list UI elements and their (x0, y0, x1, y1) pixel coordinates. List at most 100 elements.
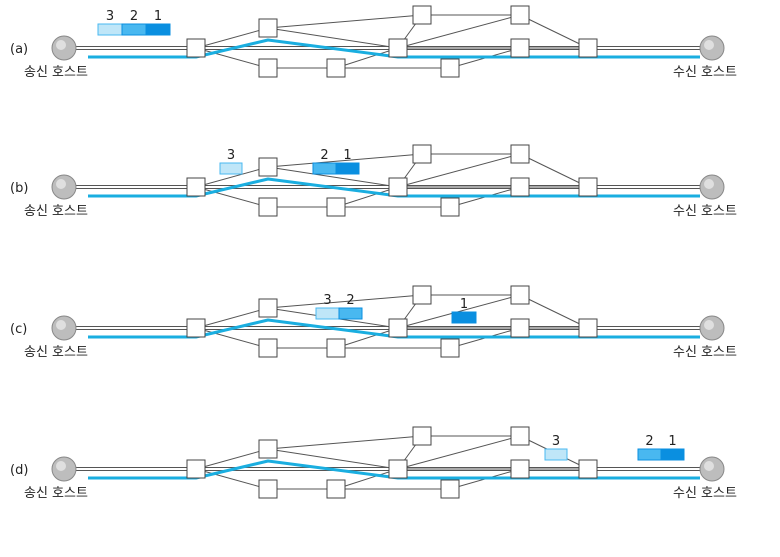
packet-1 (660, 448, 685, 461)
router-node (510, 285, 530, 305)
router-node (412, 285, 432, 305)
packet-number: 2 (130, 9, 138, 24)
packet-3 (97, 23, 123, 36)
router-node (186, 38, 206, 58)
network-link (267, 27, 399, 49)
packet-2 (121, 23, 147, 36)
packet-number: 3 (106, 9, 114, 24)
network-link (397, 153, 521, 188)
receiver-host-icon-shine (704, 40, 714, 50)
packet-number: 1 (154, 9, 162, 24)
router-node (326, 479, 346, 499)
router-node (388, 177, 408, 197)
router-node (258, 298, 278, 318)
network-link (267, 153, 423, 168)
network-link (267, 448, 399, 470)
router-node (258, 479, 278, 499)
packet-number: 2 (346, 293, 354, 308)
panel-a: (a) 송신 호스트 수신 호스트 3 2 1 (10, 5, 737, 80)
network-link (519, 294, 589, 329)
network-link (195, 186, 269, 208)
router-node (510, 426, 530, 446)
packet-group: 3 (219, 148, 243, 175)
network-link (195, 327, 269, 349)
panel-label: (c) (10, 322, 27, 337)
receiver-host-label: 수신 호스트 (673, 204, 737, 219)
packet-1 (145, 23, 171, 36)
router-node (258, 197, 278, 217)
router-node (412, 426, 432, 446)
sender-host-label: 송신 호스트 (24, 486, 88, 501)
router-node (258, 58, 278, 78)
router-node (510, 144, 530, 164)
network-link (195, 468, 269, 490)
packet-group: 3 (544, 434, 568, 461)
route-path (88, 38, 700, 59)
network-link (335, 186, 399, 208)
receiver-host-icon-shine (704, 461, 714, 471)
router-node (412, 144, 432, 164)
receiver-host-icon-shine (704, 179, 714, 189)
router-node (578, 318, 598, 338)
packet-number: 1 (343, 148, 351, 163)
panel-label: (a) (10, 42, 28, 57)
router-node (510, 459, 530, 479)
router-node (440, 197, 460, 217)
route-path (88, 459, 700, 480)
router-node (326, 197, 346, 217)
router-node (510, 177, 530, 197)
panel-label: (b) (10, 181, 28, 196)
network-link (195, 307, 269, 329)
receiver-host-label: 수신 호스트 (673, 65, 737, 80)
router-node (412, 5, 432, 25)
packet-1 (451, 311, 477, 324)
packet-2 (312, 162, 337, 175)
sender-host-icon-shine (56, 320, 66, 330)
network-link (267, 294, 423, 309)
router-node (388, 318, 408, 338)
router-node (578, 38, 598, 58)
router-node (186, 459, 206, 479)
sender-host-icon-shine (56, 461, 66, 471)
packet-number: 2 (320, 148, 328, 163)
packet-group: 1 (451, 297, 477, 324)
router-node (440, 338, 460, 358)
packet-number: 1 (460, 297, 468, 312)
router-node (258, 157, 278, 177)
router-node (510, 318, 530, 338)
packet-number: 2 (645, 434, 653, 449)
route-path (88, 177, 700, 198)
router-node (578, 177, 598, 197)
packet-3 (219, 162, 243, 175)
router-node (578, 459, 598, 479)
network-link (195, 448, 269, 470)
packet-1 (335, 162, 360, 175)
network-link (267, 166, 399, 188)
router-node (440, 479, 460, 499)
packet-number: 1 (668, 434, 676, 449)
network-link (195, 166, 269, 188)
network-link (267, 435, 423, 450)
sender-host-icon-shine (56, 179, 66, 189)
packet-number: 3 (227, 148, 235, 163)
packet-3 (315, 307, 340, 320)
packet-2 (637, 448, 662, 461)
network-link (195, 27, 269, 49)
network-link (397, 435, 521, 470)
router-node (258, 18, 278, 38)
router-node (258, 439, 278, 459)
panel-label: (d) (10, 463, 28, 478)
router-node (258, 338, 278, 358)
router-node (388, 459, 408, 479)
route-path (88, 318, 700, 339)
network-link (195, 47, 269, 69)
sender-host-label: 송신 호스트 (24, 65, 88, 80)
receiver-host-label: 수신 호스트 (673, 345, 737, 360)
sender-host-label: 송신 호스트 (24, 204, 88, 219)
router-node (326, 338, 346, 358)
